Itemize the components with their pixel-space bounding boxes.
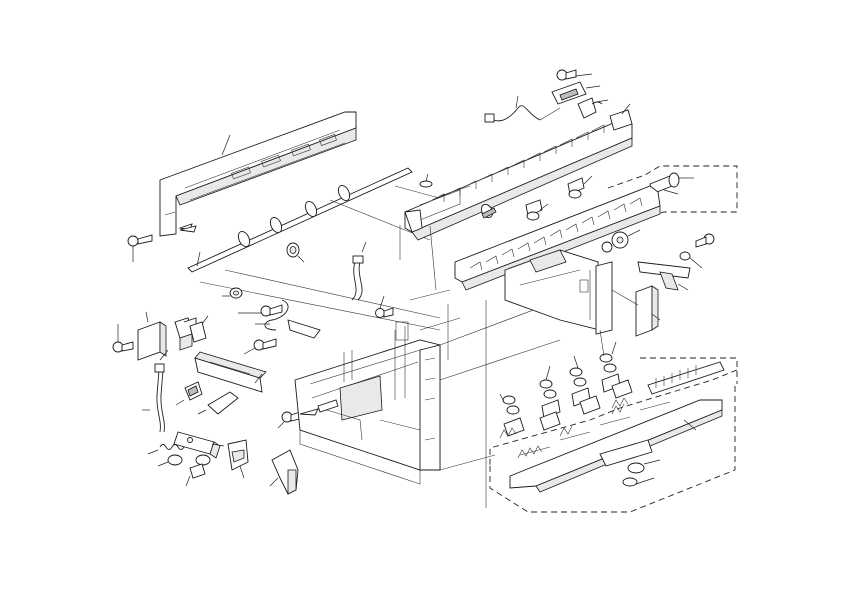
pinch-roller: [567, 175, 593, 199]
bracket-small: [539, 379, 633, 431]
screw: [238, 304, 283, 317]
screw: [127, 234, 153, 247]
screw: [556, 69, 593, 81]
pinch-roller: [622, 459, 661, 487]
screw: [243, 338, 277, 355]
solenoid: [173, 431, 225, 459]
spring: [147, 444, 185, 455]
comb-small: [499, 397, 629, 439]
harness-top: [484, 95, 541, 123]
bracket-tall: [635, 285, 661, 337]
actuator: [175, 381, 203, 406]
knob: [419, 173, 433, 188]
paper-guide-lower: [509, 399, 723, 493]
holder-arm: [637, 261, 691, 291]
connector-wire: [142, 363, 165, 433]
roller-assembly: [499, 393, 525, 437]
wire-harness: [351, 241, 367, 301]
screw: [695, 233, 715, 248]
photo-sensor: [189, 315, 209, 343]
comb-guide: [647, 361, 725, 395]
roller-assembly: [539, 365, 561, 419]
screw: [112, 324, 134, 353]
sensor-cable: [255, 299, 321, 339]
bushing-shaft: [679, 251, 703, 269]
pinch-roller: [525, 199, 549, 221]
pinch-roller: [480, 203, 497, 219]
bushing: [222, 287, 243, 299]
sensor-bracket: [137, 311, 167, 361]
roller-assembly: [569, 355, 591, 407]
bracket-lever: [227, 439, 249, 479]
release-lever: [269, 449, 299, 495]
roller-small: [157, 454, 211, 467]
hinge-bracket: [551, 81, 601, 105]
screw: [375, 295, 394, 318]
gear: [286, 242, 305, 263]
feed-roller-shaft: [187, 167, 413, 273]
guide-plate-small: [194, 351, 267, 393]
drive-gear: [601, 229, 641, 253]
upper-transport-guide: [404, 103, 633, 241]
clip: [185, 463, 206, 487]
upper-guide-plate: [159, 111, 357, 237]
photo-sensor: [159, 317, 197, 361]
main-side-frame: [294, 321, 441, 485]
cam-lever: [197, 391, 239, 415]
spring-lever: [577, 97, 609, 119]
